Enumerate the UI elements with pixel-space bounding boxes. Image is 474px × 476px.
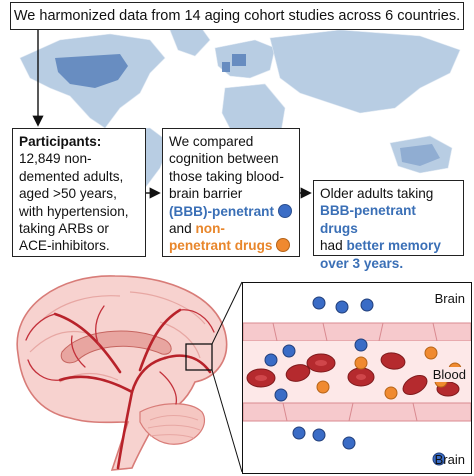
comparison-line: cognition between (169, 151, 279, 167)
participants-line: ACE-inhibitors. (19, 238, 110, 254)
blue-drug-dot-icon (277, 203, 292, 218)
participants-line: aged >50 years, (19, 186, 117, 202)
zoom-region (185, 343, 213, 371)
non-label-2: penetrant drugs (169, 238, 273, 254)
comparison-box: We compared cognition between those taki… (162, 128, 300, 257)
bbb-penetrant-line: (BBB)-penetrant (169, 203, 293, 220)
and-text: and (169, 221, 196, 237)
label-blood: Blood (431, 367, 467, 382)
participants-line: taking ARBs or (19, 221, 109, 237)
label-brain-top: Brain (434, 291, 465, 306)
non-penetrant-line: and non- (169, 220, 293, 237)
outcome-line-3: had better memory (320, 237, 457, 254)
participants-line: with hypertension, (19, 203, 129, 219)
comparison-line: those taking blood- (169, 168, 284, 184)
blood-vessel-diagram: Brain Blood Brain (242, 282, 472, 474)
participants-box: Participants: 12,849 non- demented adult… (12, 128, 146, 257)
comparison-line: brain barrier (169, 186, 243, 202)
header-box: We harmonized data from 14 aging cohort … (10, 2, 464, 30)
outcome-bbb-drugs: BBB-penetrant drugs (320, 203, 416, 236)
non-penetrant-line-2: penetrant drugs (169, 237, 293, 254)
orange-drug-dot-icon (276, 238, 291, 253)
participants-title: Participants: (19, 134, 102, 149)
participants-line: 12,849 non- (19, 151, 92, 167)
outcome-over-3-years: over 3 years. (320, 255, 404, 271)
outcome-box: Older adults taking BBB-penetrant drugs … (313, 180, 464, 271)
non-label-1: non- (195, 221, 225, 237)
participants-line: demented adults, (19, 168, 124, 184)
brain-illustration (16, 275, 243, 473)
bbb-penetrant-label: (BBB)-penetrant (169, 203, 274, 219)
outcome-had: had (320, 238, 347, 254)
label-brain-bottom: Brain (434, 452, 465, 467)
outcome-better-memory: better memory (346, 238, 441, 254)
header-text: We harmonized data from 14 aging cohort … (13, 8, 461, 24)
outcome-line-1: Older adults taking (320, 186, 434, 201)
comparison-line: We compared (169, 134, 254, 149)
